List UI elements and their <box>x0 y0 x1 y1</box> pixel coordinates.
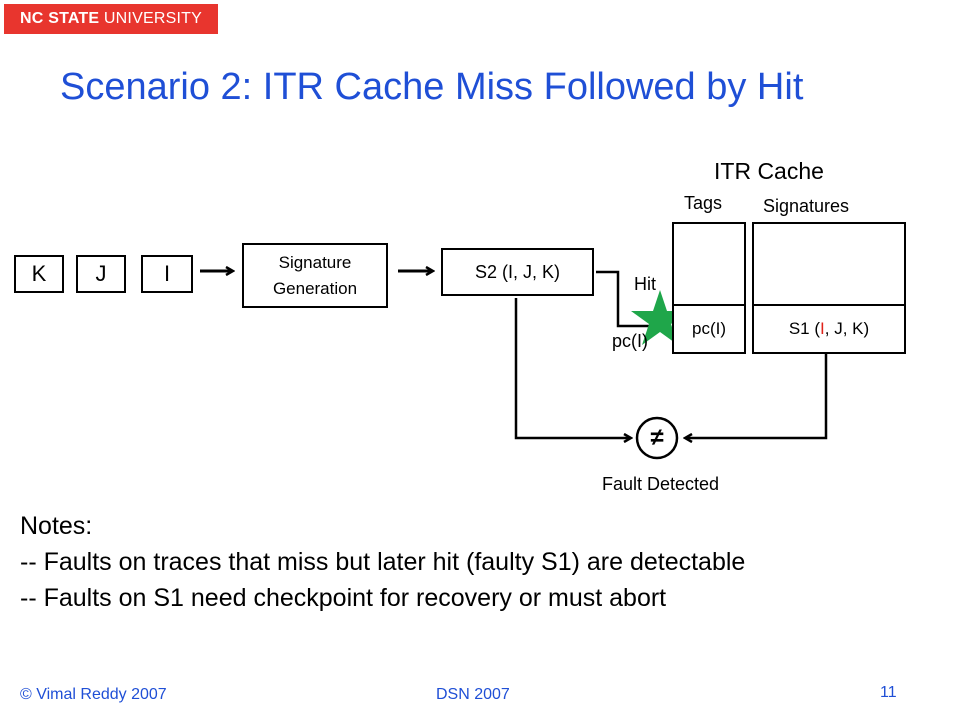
hit-label: Hit <box>634 274 656 294</box>
pc-input-label: pc(I) <box>612 331 648 351</box>
tags-column <box>672 222 746 306</box>
tag-entry: pc(I) <box>672 304 746 354</box>
queue-item-k: K <box>14 255 64 293</box>
footer-author: © Vimal Reddy 2007 <box>20 686 167 703</box>
signatures-label: Signatures <box>763 196 850 216</box>
slide-title: Scenario 2: ITR Cache Miss Followed by H… <box>60 66 804 108</box>
comparator-circle <box>635 416 679 460</box>
university-logo: NC STATE UNIVERSITY <box>4 4 218 34</box>
queue-item-i: I <box>141 255 193 293</box>
arrow-pc-to-cache <box>596 270 666 326</box>
star-icon <box>631 290 689 345</box>
page-number: 11 <box>880 684 897 701</box>
footer-conference: DSN 2007 <box>436 686 510 703</box>
siggen-line1: Signature <box>278 252 352 272</box>
signature-entry: S1 (I, J, K) <box>752 304 906 354</box>
notes-line-2: -- Faults on S1 need checkpoint for reco… <box>20 584 667 612</box>
signature-generation-box: Signature Generation <box>242 243 388 308</box>
faulty-instruction: I <box>820 319 825 338</box>
notes: Notes: -- Faults on traces that miss but… <box>20 508 745 616</box>
s2-signature-box: S2 (I, J, K) <box>441 248 594 296</box>
arrow-sig-to-compare <box>686 354 828 438</box>
notes-line-1: -- Faults on traces that miss but later … <box>20 548 746 576</box>
tags-label: Tags <box>684 193 723 213</box>
siggen-line2: Generation <box>272 278 358 298</box>
cache-title: ITR Cache <box>714 158 824 184</box>
not-equal-icon: ≠ <box>650 424 664 451</box>
queue-item-j: J <box>76 255 126 293</box>
fault-detected-label: Fault Detected <box>602 474 720 494</box>
notes-heading: Notes: <box>20 512 93 540</box>
signatures-column <box>752 222 906 306</box>
arrow-s2-to-compare <box>514 298 630 438</box>
